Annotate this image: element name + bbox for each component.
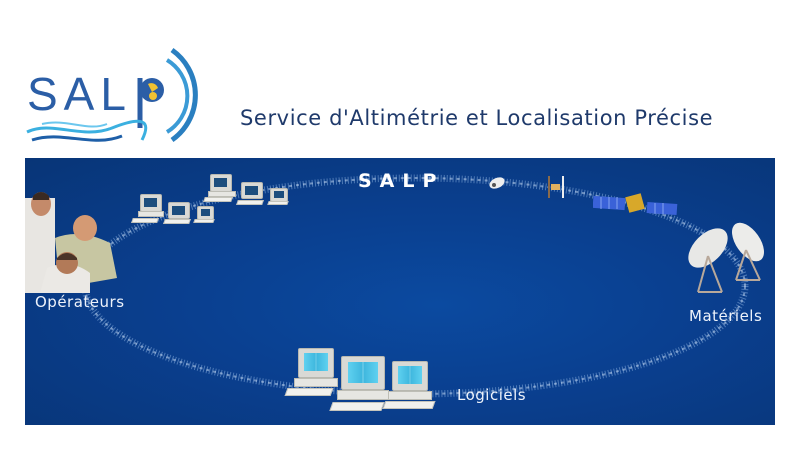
hardware-label[interactable]: Matériels (689, 307, 763, 325)
salp-logo[interactable]: SAL (22, 40, 212, 150)
operators-label[interactable]: Opérateurs (35, 293, 125, 311)
software-label[interactable]: Logiciels (457, 386, 527, 404)
operators-photo[interactable] (25, 188, 125, 293)
satellite-beacon-icon[interactable] (543, 174, 569, 200)
banner-title: SALP (358, 170, 445, 192)
page-subtitle: Service d'Altimétrie et Localisation Pré… (240, 106, 714, 130)
svg-text:SAL: SAL (27, 68, 132, 120)
salp-logo-icon: SAL (26, 47, 198, 143)
jason-satellite-icon[interactable] (593, 191, 683, 221)
antenna-dishes-icon[interactable] (680, 220, 775, 300)
operators-icon (25, 192, 117, 293)
salp-banner: SALP Opérateurs (25, 158, 775, 425)
satellite-small-icon[interactable] (485, 174, 509, 192)
